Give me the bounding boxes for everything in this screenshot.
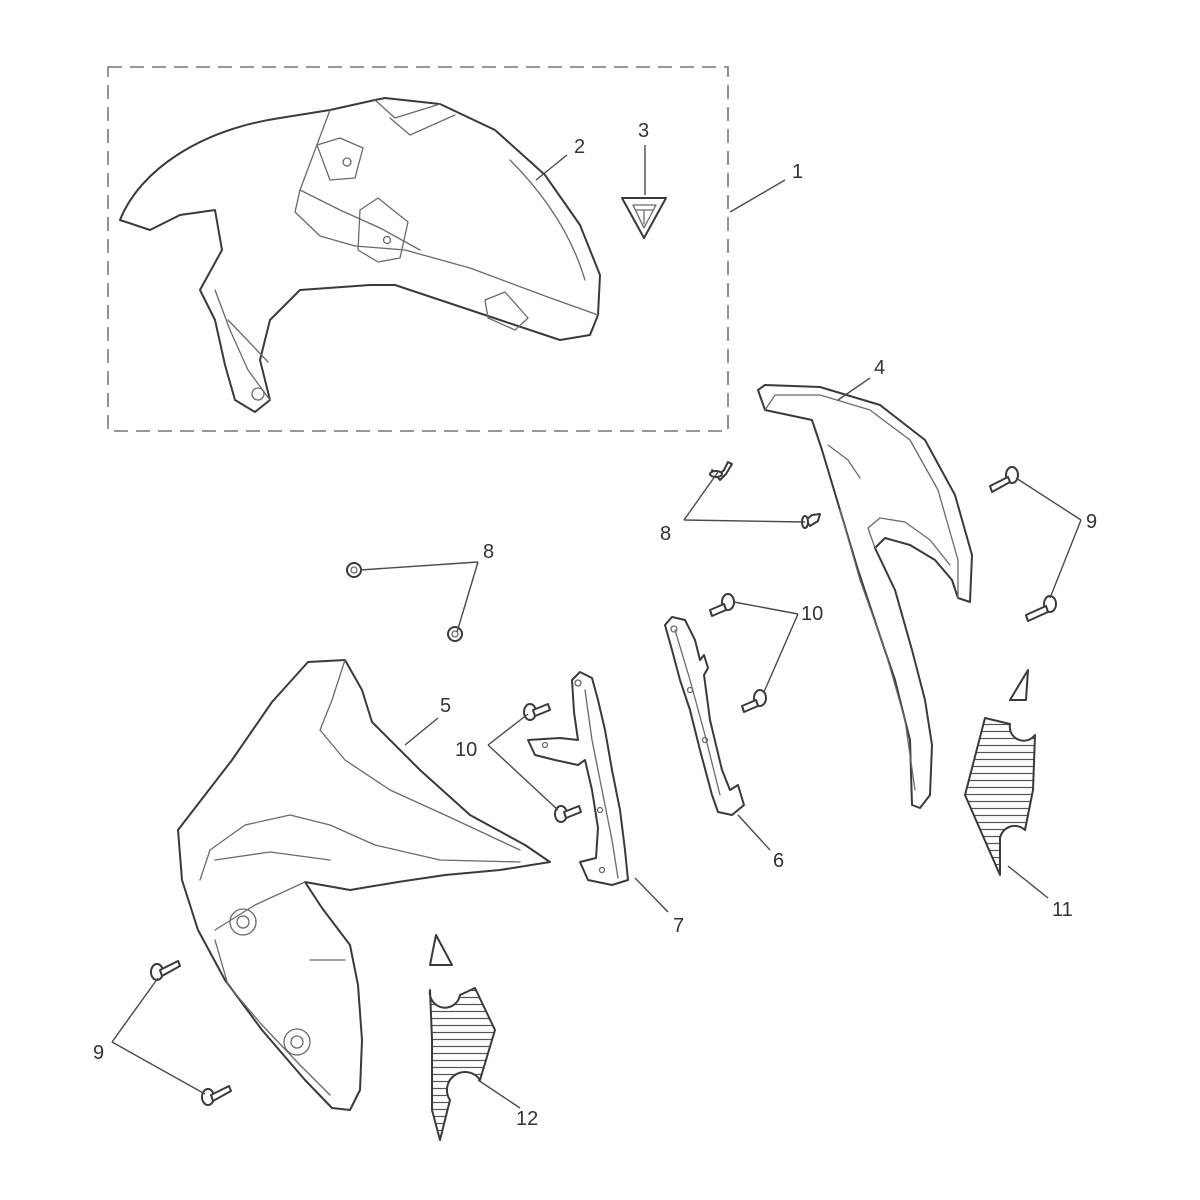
bolt-10c[interactable] — [523, 703, 551, 721]
callout-9-right: 9 — [1086, 511, 1097, 533]
kit-boundary-box — [107, 66, 729, 432]
bolt-9a[interactable] — [989, 466, 1019, 493]
callout-12: 12 — [516, 1108, 538, 1130]
callout-10-left: 10 — [455, 739, 477, 761]
leader-lines — [111, 145, 1082, 1109]
screw-8a[interactable] — [709, 461, 733, 481]
part-decal-lower[interactable] — [428, 934, 496, 1141]
part-mudguard-lower[interactable] — [177, 659, 551, 1111]
screw-8b[interactable] — [801, 513, 821, 529]
bolt-10a[interactable] — [709, 593, 735, 617]
callout-3: 3 — [638, 120, 649, 142]
bolt-10b[interactable] — [741, 689, 767, 713]
bolt-9c[interactable] — [150, 960, 181, 981]
part-bracket-left[interactable] — [527, 671, 629, 886]
callout-5: 5 — [440, 695, 451, 717]
callout-8-right: 8 — [660, 523, 671, 545]
bolt-9b[interactable] — [1025, 595, 1057, 622]
callout-10-right: 10 — [801, 603, 823, 625]
part-upper-trim[interactable] — [757, 384, 973, 809]
part-bracket-right[interactable] — [664, 616, 745, 816]
callout-4: 4 — [874, 357, 885, 379]
part-decal-right[interactable] — [964, 669, 1036, 876]
callout-1: 1 — [792, 161, 803, 183]
bolt-10d[interactable] — [554, 805, 582, 823]
callout-6: 6 — [773, 850, 784, 872]
callout-labels: 1 2 3 4 5 6 7 8 8 9 9 10 10 11 12 — [93, 120, 1097, 1130]
clip-8a[interactable] — [346, 562, 362, 578]
callout-9-left: 9 — [93, 1042, 104, 1064]
callout-7: 7 — [673, 915, 684, 937]
part-badge[interactable] — [621, 197, 667, 239]
part-front-mudguard[interactable] — [119, 97, 601, 413]
bolt-9d[interactable] — [201, 1085, 232, 1106]
callout-8-left: 8 — [483, 541, 494, 563]
callout-2: 2 — [574, 136, 585, 158]
callout-11: 11 — [1052, 899, 1073, 921]
clip-8b[interactable] — [447, 626, 463, 642]
